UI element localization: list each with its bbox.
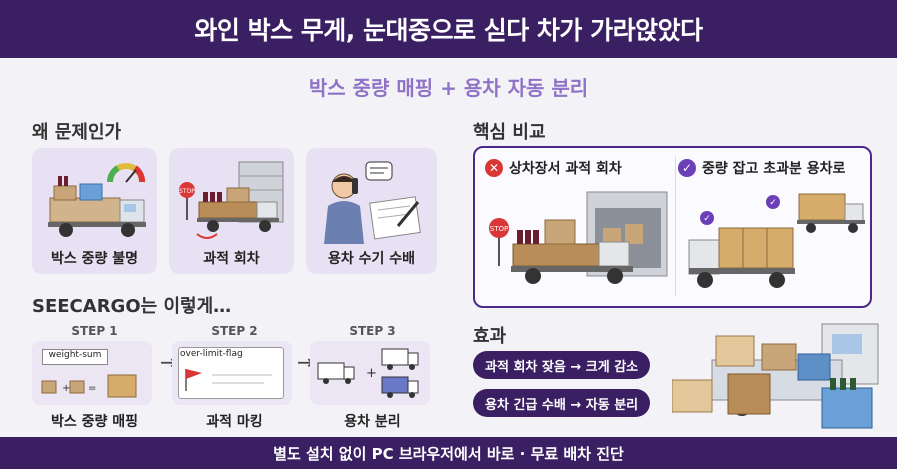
split-trucks-good-icon: ✓ ✓ — [688, 193, 865, 288]
arrow-right-icon: → — [297, 350, 314, 374]
problem-card-label: 용차 수기 수배 — [327, 251, 416, 267]
over-limit-flag-tag: over-limit-flag — [180, 349, 243, 359]
step-3-visual: + — [310, 341, 430, 405]
compare-bad: ✕ 상차장서 과적 회차 — [485, 158, 622, 178]
problem-card-weight: 박스 중량 불명 — [32, 148, 157, 274]
step-1-visual: weight-sum + = — [32, 341, 152, 405]
x-circle-icon: ✕ — [485, 159, 503, 177]
problem-card-label: 과적 회차 — [203, 251, 260, 267]
solution-title: SEECARGO는 이렇게… — [32, 296, 232, 317]
svg-text:STOP: STOP — [179, 188, 195, 195]
svg-text:✓: ✓ — [769, 198, 777, 208]
overloaded-truck-warehouse-icon: STOP — [489, 191, 668, 284]
step-label: STEP 1 — [71, 324, 118, 338]
page-header: 와인 박스 무게, 눈대중으로 싣다 차가 가라앉았다 — [0, 0, 897, 58]
problem-card-overload: STOP 과적 회차 — [169, 148, 294, 274]
step-2: STEP 2 over-limit-flag 과적 마킹 — [172, 324, 297, 431]
red-flag-icon — [186, 369, 202, 379]
compare-divider — [675, 156, 676, 296]
step-label: STEP 3 — [349, 324, 396, 338]
compare-good-label: 중량 잡고 초과분 용차로 — [702, 161, 846, 177]
page-title: 와인 박스 무게, 눈대중으로 싣다 차가 가라앉았다 — [194, 16, 703, 45]
svg-text:✓: ✓ — [703, 214, 711, 224]
problem-title: 왜 문제인가 — [32, 122, 122, 143]
compare-good: ✓ 중량 잡고 초과분 용차로 — [678, 158, 845, 178]
step-name: 박스 중량 매핑 — [50, 414, 139, 430]
step-2-visual: over-limit-flag — [172, 341, 292, 405]
problem-card-manual: 용차 수기 수배 — [306, 148, 437, 274]
boxes-and-truck-illustration — [672, 323, 879, 429]
effect-item: 과적 회차 잦음 → 크게 감소 — [473, 351, 651, 379]
check-circle-icon: ✓ — [678, 159, 696, 177]
weight-sum-tag: weight-sum — [42, 349, 108, 365]
step-name: 과적 마킹 — [206, 414, 263, 430]
effect-title: 효과 — [473, 326, 507, 347]
split-trucks-icon: + — [317, 348, 419, 398]
compare-title: 핵심 비교 — [473, 122, 546, 143]
phone-paperwork-icon — [314, 156, 429, 244]
step-name: 용차 분리 — [344, 414, 401, 430]
overloaded-truck-icon: STOP — [177, 156, 286, 244]
svg-text:+: + — [62, 383, 70, 394]
footer-text: 별도 설치 없이 PC 브라우저에서 바로 · 무료 배차 진단 — [273, 444, 624, 463]
svg-text:STOP: STOP — [490, 225, 508, 233]
step-1: STEP 1 weight-sum + = 박스 중량 매핑 — [32, 324, 157, 431]
page-footer: 별도 설치 없이 PC 브라우저에서 바로 · 무료 배차 진단 — [0, 437, 897, 469]
truck-gauge-icon — [40, 156, 149, 244]
svg-text:=: = — [88, 383, 96, 394]
svg-text:+: + — [366, 366, 377, 381]
step-label: STEP 2 — [211, 324, 258, 338]
page-subtitle: 박스 중량 매핑 + 용차 자동 분리 — [308, 76, 589, 100]
step-3: STEP 3 + 용차 분리 — [310, 324, 435, 431]
problem-card-label: 박스 중량 불명 — [50, 251, 139, 267]
compare-panel: ✕ 상차장서 과적 회차 ✓ 중량 잡고 초과분 용차로 STOP ✓ ✓ — [473, 146, 872, 308]
compare-bad-label: 상차장서 과적 회차 — [509, 161, 622, 177]
effect-item: 용차 긴급 수배 → 자동 분리 — [473, 389, 651, 417]
